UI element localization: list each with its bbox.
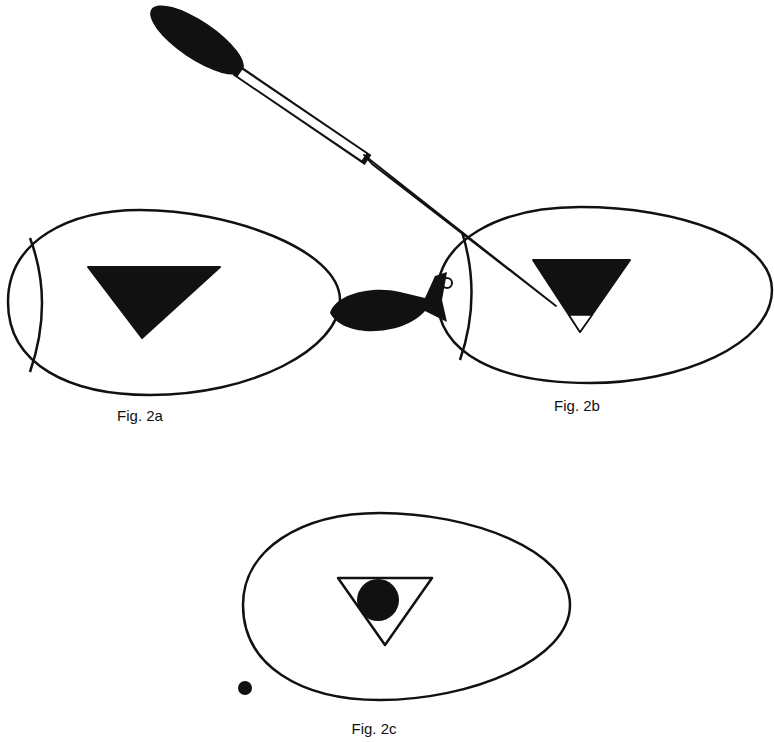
figure-label: Fig. 2a — [117, 407, 163, 424]
pipette-tube-inner — [240, 73, 364, 157]
pipette-tube — [236, 70, 368, 160]
egg-outline — [8, 210, 340, 395]
graft-disc — [357, 579, 399, 621]
graft-triangle — [338, 578, 432, 645]
blastoderm-triangle — [533, 260, 630, 332]
removed-tip — [569, 315, 592, 332]
figure-label: Fig. 2c — [351, 720, 396, 737]
egg-cap-line — [30, 238, 42, 372]
egg-outline — [437, 207, 772, 383]
egg-outline — [243, 513, 570, 700]
egg-cap-line — [460, 232, 472, 360]
pipette-needle — [364, 155, 556, 306]
shell-patch — [238, 681, 252, 695]
fish-shape — [330, 272, 447, 331]
blastoderm-triangle — [88, 267, 220, 338]
figure-label: Fig. 2b — [554, 397, 600, 414]
